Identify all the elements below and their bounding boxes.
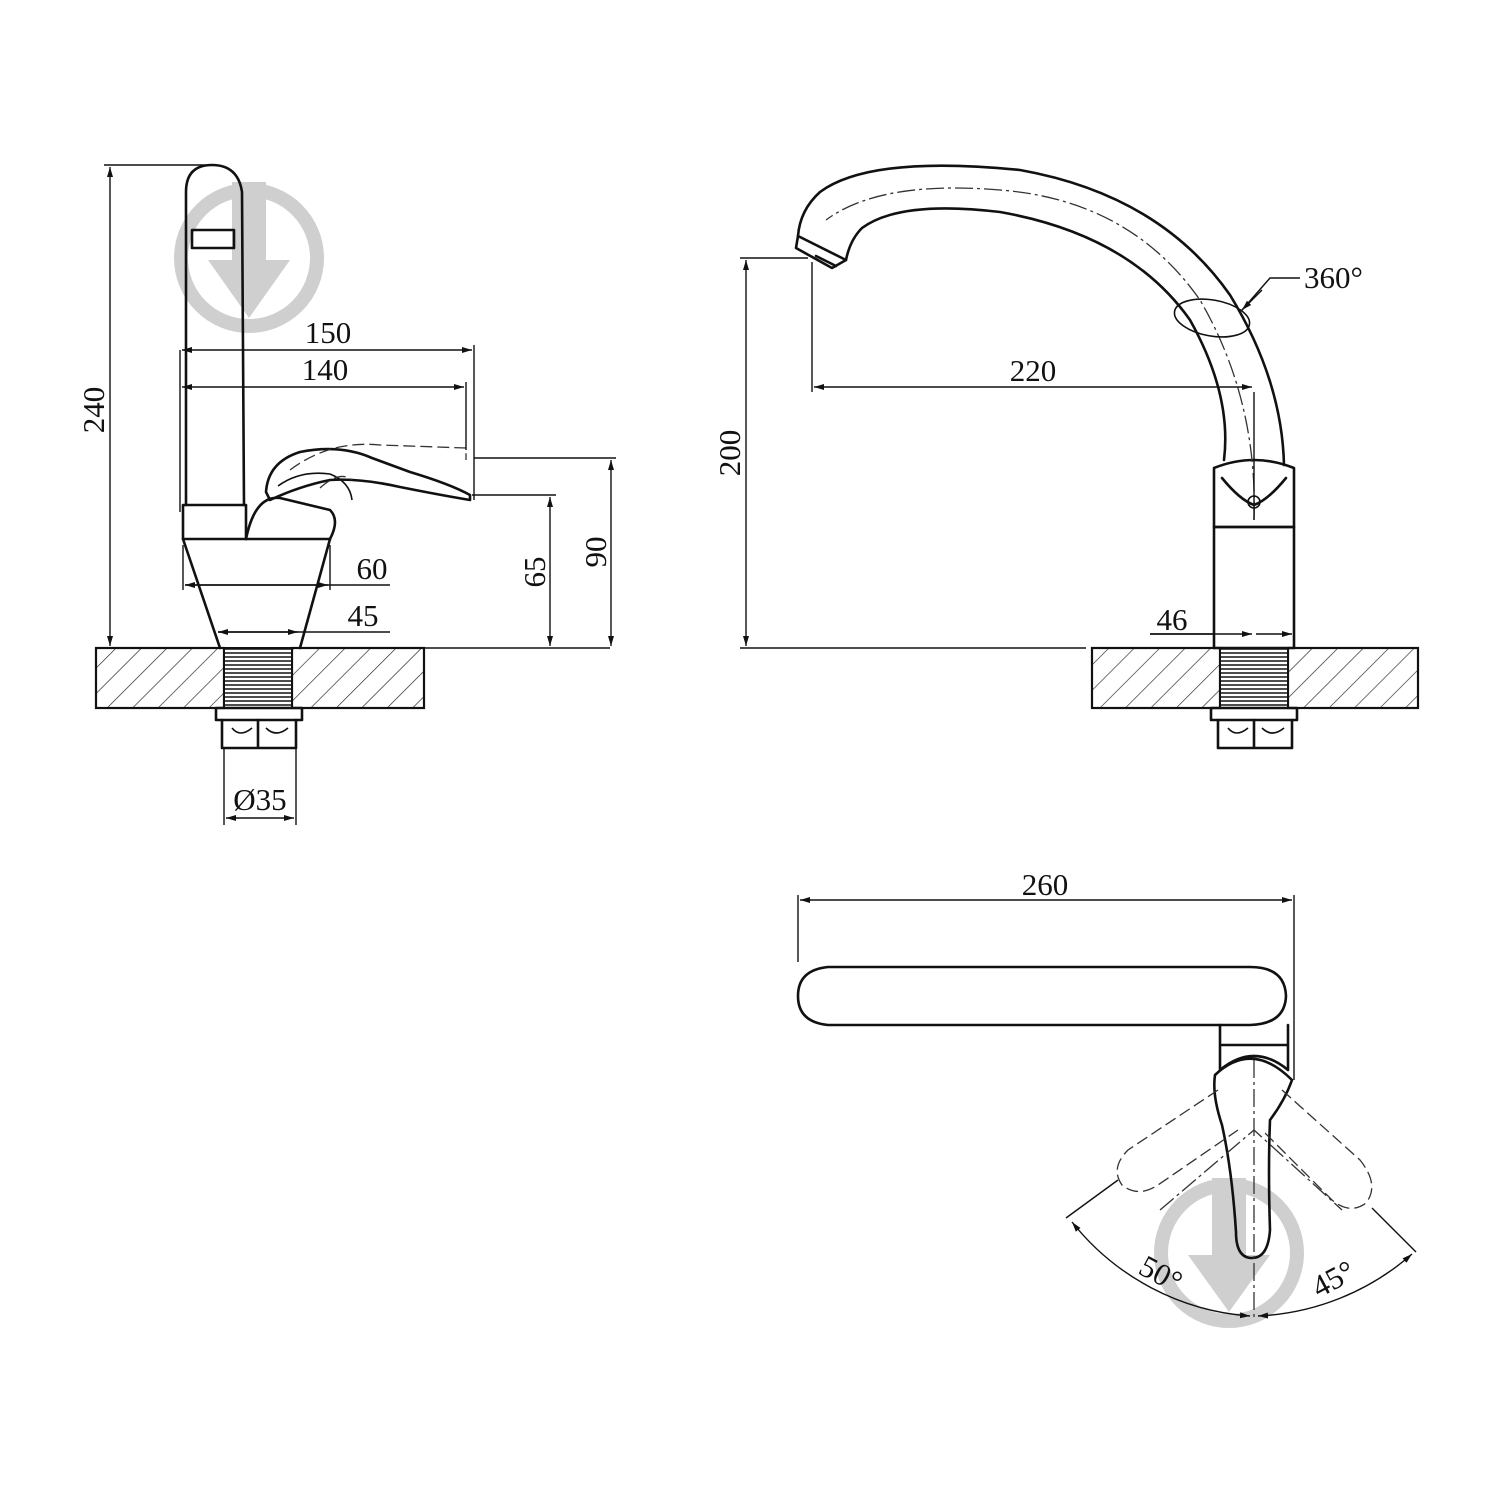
faucet-side-body [181, 163, 472, 650]
dim-spout-height: 200 [712, 430, 747, 477]
front-dimensions: 200 220 46 360° [712, 257, 1363, 649]
countertop-section [94, 646, 426, 750]
dim-lever-height: 65 [517, 557, 552, 588]
dim-spout-reach: 220 [1010, 353, 1057, 388]
dim-total-height: 240 [76, 387, 111, 434]
side-view: 240 150 140 60 45 65 90 Ø35 [76, 163, 616, 825]
top-view: 260 50° 45° [796, 867, 1417, 1320]
dim-total-length: 260 [1022, 867, 1069, 902]
side-dimensions: 240 150 140 60 45 65 90 Ø35 [76, 164, 616, 825]
dim-neck-width: 45 [348, 598, 379, 633]
faucet-top-body [796, 965, 1373, 1320]
dim-reach-inner: 140 [302, 352, 349, 387]
arrow-down-circle-watermark-icon [174, 182, 324, 333]
front-view: 200 220 46 360° [712, 164, 1420, 750]
dim-body-diameter: 46 [1157, 602, 1188, 637]
countertop-section [1090, 646, 1420, 750]
dim-rotation: 360° [1304, 260, 1363, 295]
dim-top-height: 90 [578, 537, 613, 568]
dim-angle-right: 45° [1306, 1253, 1361, 1304]
dim-base-width: 60 [357, 551, 388, 586]
arrow-down-circle-watermark-icon [1154, 1178, 1304, 1328]
top-dimensions: 260 50° 45° [797, 867, 1417, 1319]
dim-thread-diameter: Ø35 [233, 782, 286, 817]
faucet-front-body [794, 164, 1296, 650]
dim-reach-outer: 150 [305, 315, 352, 350]
